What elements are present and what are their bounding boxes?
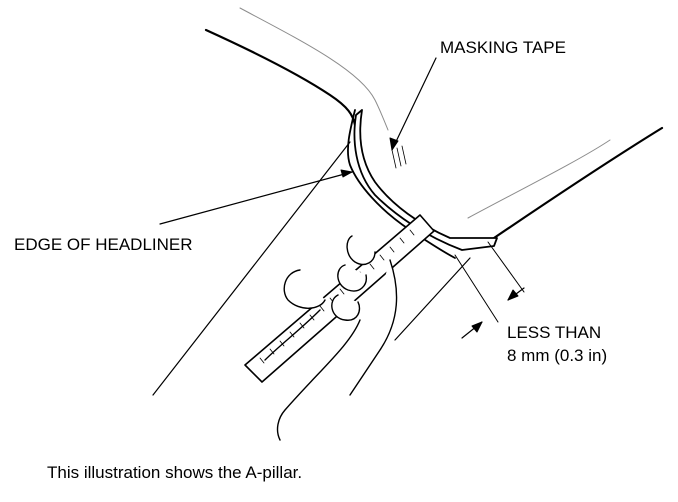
windshield-outline (239, 7, 389, 131)
illustration-caption: This illustration shows the A-pillar. (47, 463, 303, 482)
edge-of-headliner-label: EDGE OF HEADLINER (14, 235, 193, 254)
roof-edge (204, 28, 357, 127)
masking-tape-shape (353, 109, 498, 251)
less-than-label: LESS THAN (507, 323, 602, 342)
dimension-extension-lines (454, 241, 525, 323)
hand (264, 235, 398, 441)
masking-tape-arrowhead (389, 137, 399, 151)
pillar-left-edge (152, 141, 351, 396)
door-frame-edge (492, 126, 664, 240)
dimension-arrowhead-upper (507, 289, 519, 301)
door-glass-edge (467, 139, 611, 219)
dimension-arrowhead-lower (471, 321, 483, 333)
measurement-label: 8 mm (0.3 in) (507, 346, 608, 365)
headliner-edge (347, 109, 456, 259)
masking-tape-label: MASKING TAPE (440, 38, 566, 57)
pillar-right-edge (394, 257, 471, 341)
masking-tape-hatch (391, 145, 407, 169)
headliner-pointer (159, 171, 353, 225)
masking-tape-pointer (391, 57, 437, 151)
headliner-arrowhead (340, 169, 353, 178)
